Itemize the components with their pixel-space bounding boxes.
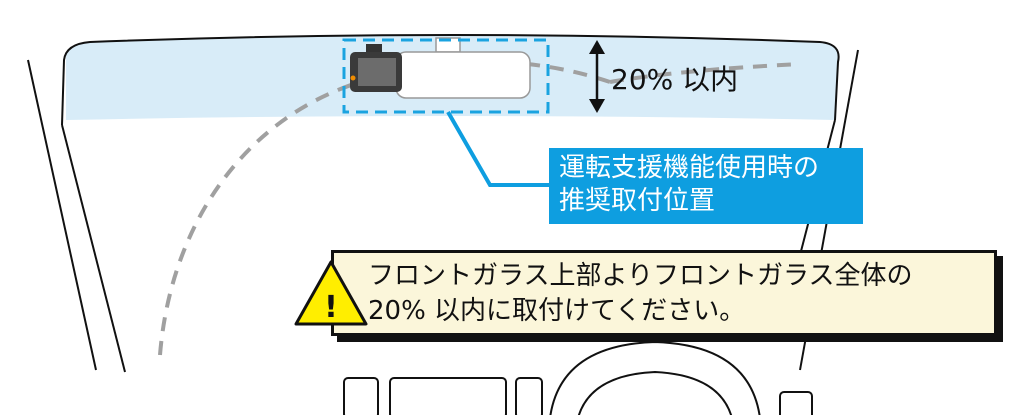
height-arrow-top (589, 40, 605, 54)
steering-wheel-outer (549, 340, 761, 419)
warning-note: フロントガラス上部よりフロントガラス全体の 20% 以内に取付けてください。 (331, 250, 997, 336)
rear-view-mirror (395, 51, 531, 99)
callout-line-1: 運転支援機能使用時の (559, 153, 820, 183)
dashcam-mount (366, 44, 382, 54)
recommended-position-callout: 運転支援機能使用時の 推奨取付位置 (549, 148, 863, 224)
recommended-area-box (342, 38, 550, 114)
wiper-arc-left (158, 59, 611, 356)
dash-vent-center (515, 377, 543, 419)
dash-vent-left (343, 377, 379, 419)
warning-line-1: フロントガラス上部よりフロントガラス全体の (368, 261, 913, 291)
warning-line-2: 20% 以内に取付けてください。 (368, 296, 746, 326)
height-limit-label: 20% 以内 (611, 63, 739, 96)
callout-connector (446, 111, 549, 187)
left-pillar-inner (61, 124, 126, 373)
steering-wheel-inner (577, 370, 733, 419)
windshield-outline (61, 34, 840, 126)
dash-display (389, 377, 507, 419)
dashcam-led (350, 75, 356, 81)
wiper-arc-right (609, 62, 801, 84)
height-arrow-bottom (589, 99, 605, 113)
callout-line-2: 推奨取付位置 (559, 186, 716, 216)
dashcam-screen (358, 58, 396, 86)
dash-vent-right (779, 391, 813, 419)
left-pillar-outer (27, 59, 97, 371)
